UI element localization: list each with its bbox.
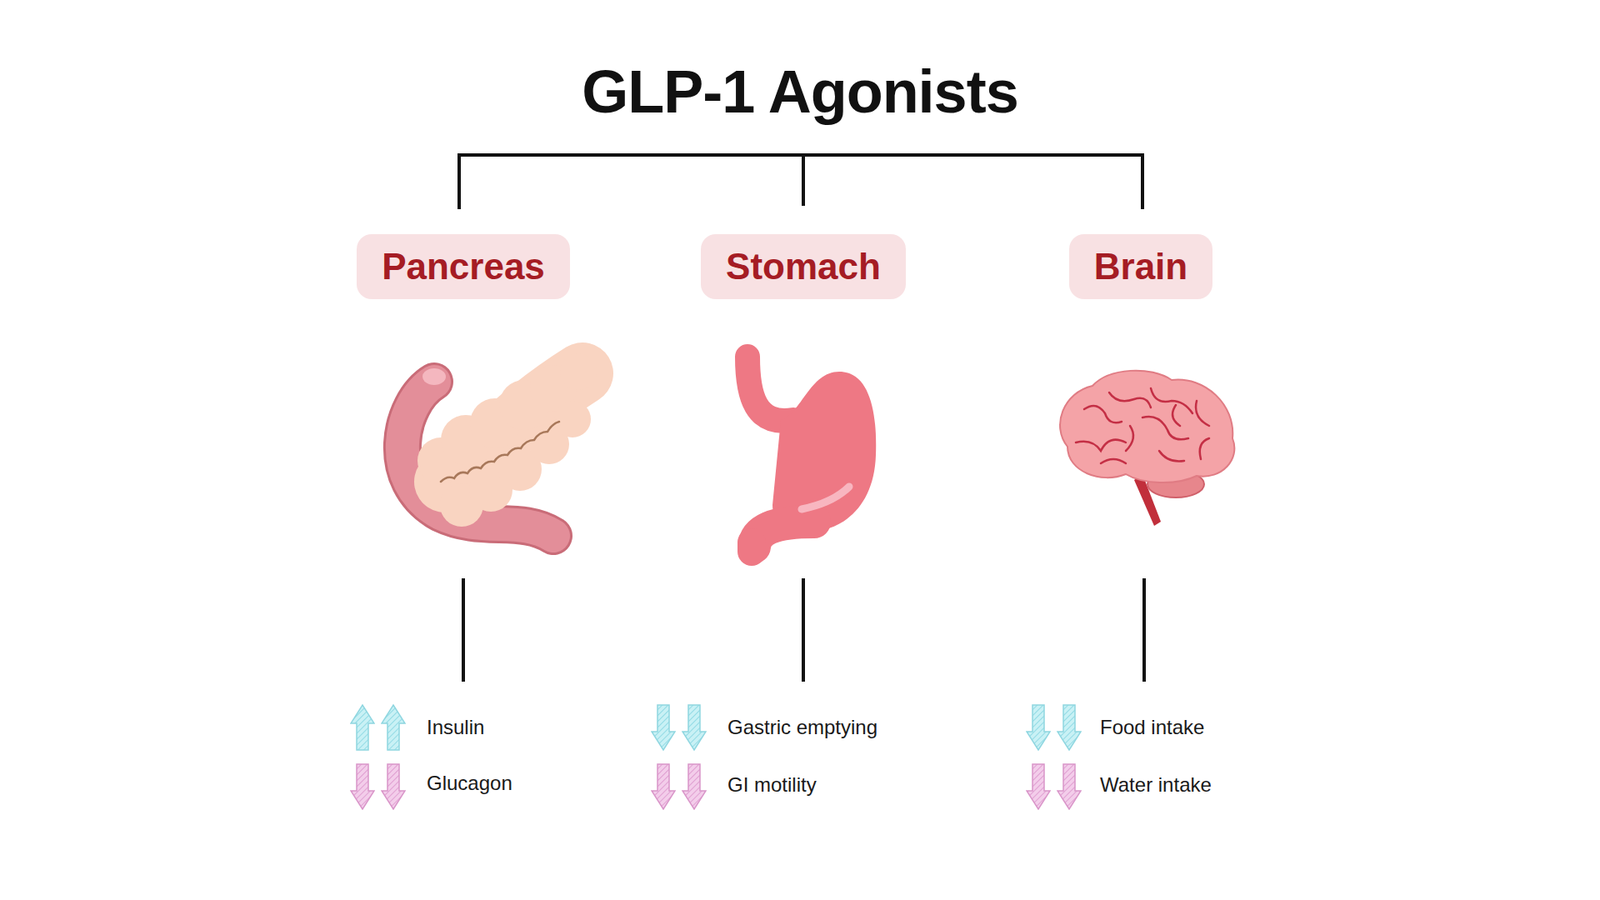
decrease-arrow [682,764,706,810]
decrease-arrow [651,705,675,750]
decrease-arrow [381,764,405,810]
organ-name: Brain [1094,245,1188,289]
effect-label: Glucagon [426,771,513,795]
leader-line [461,578,465,682]
increase-arrow [350,705,375,750]
leader-line [1142,578,1146,682]
effect-label: Food intake [1100,715,1205,740]
organ-label-box: Brain [1069,234,1213,300]
organ-name: Stomach [725,245,881,289]
decrease-arrow [350,764,375,810]
organ-label-box: Stomach [700,234,906,300]
bracket-line [459,155,1143,210]
pancreas-illustration [402,353,597,536]
organ-name: Pancreas [381,245,545,289]
decrease-arrow [1057,705,1081,750]
leader-lines [463,578,1145,682]
decrease-arrow [651,764,675,810]
stomach-illustration [747,356,876,552]
effect-arrows [350,705,1081,810]
increase-arrow [381,705,405,750]
decrease-arrow [1026,764,1050,810]
leader-line [801,578,805,682]
diagram-title: GLP-1 Agonists [581,57,1018,126]
bracket [459,155,1143,210]
bracket-stem [801,155,805,206]
decrease-arrow [1026,705,1050,750]
brain-illustration [1060,370,1235,526]
decrease-arrow [1057,764,1081,810]
effect-label: Gastric emptying [727,715,878,740]
organ-label-box: Pancreas [356,234,570,300]
effect-label: GI motility [727,773,817,797]
effect-label: Water intake [1100,773,1212,797]
decrease-arrow [682,705,706,750]
effect-label: Insulin [426,715,485,740]
